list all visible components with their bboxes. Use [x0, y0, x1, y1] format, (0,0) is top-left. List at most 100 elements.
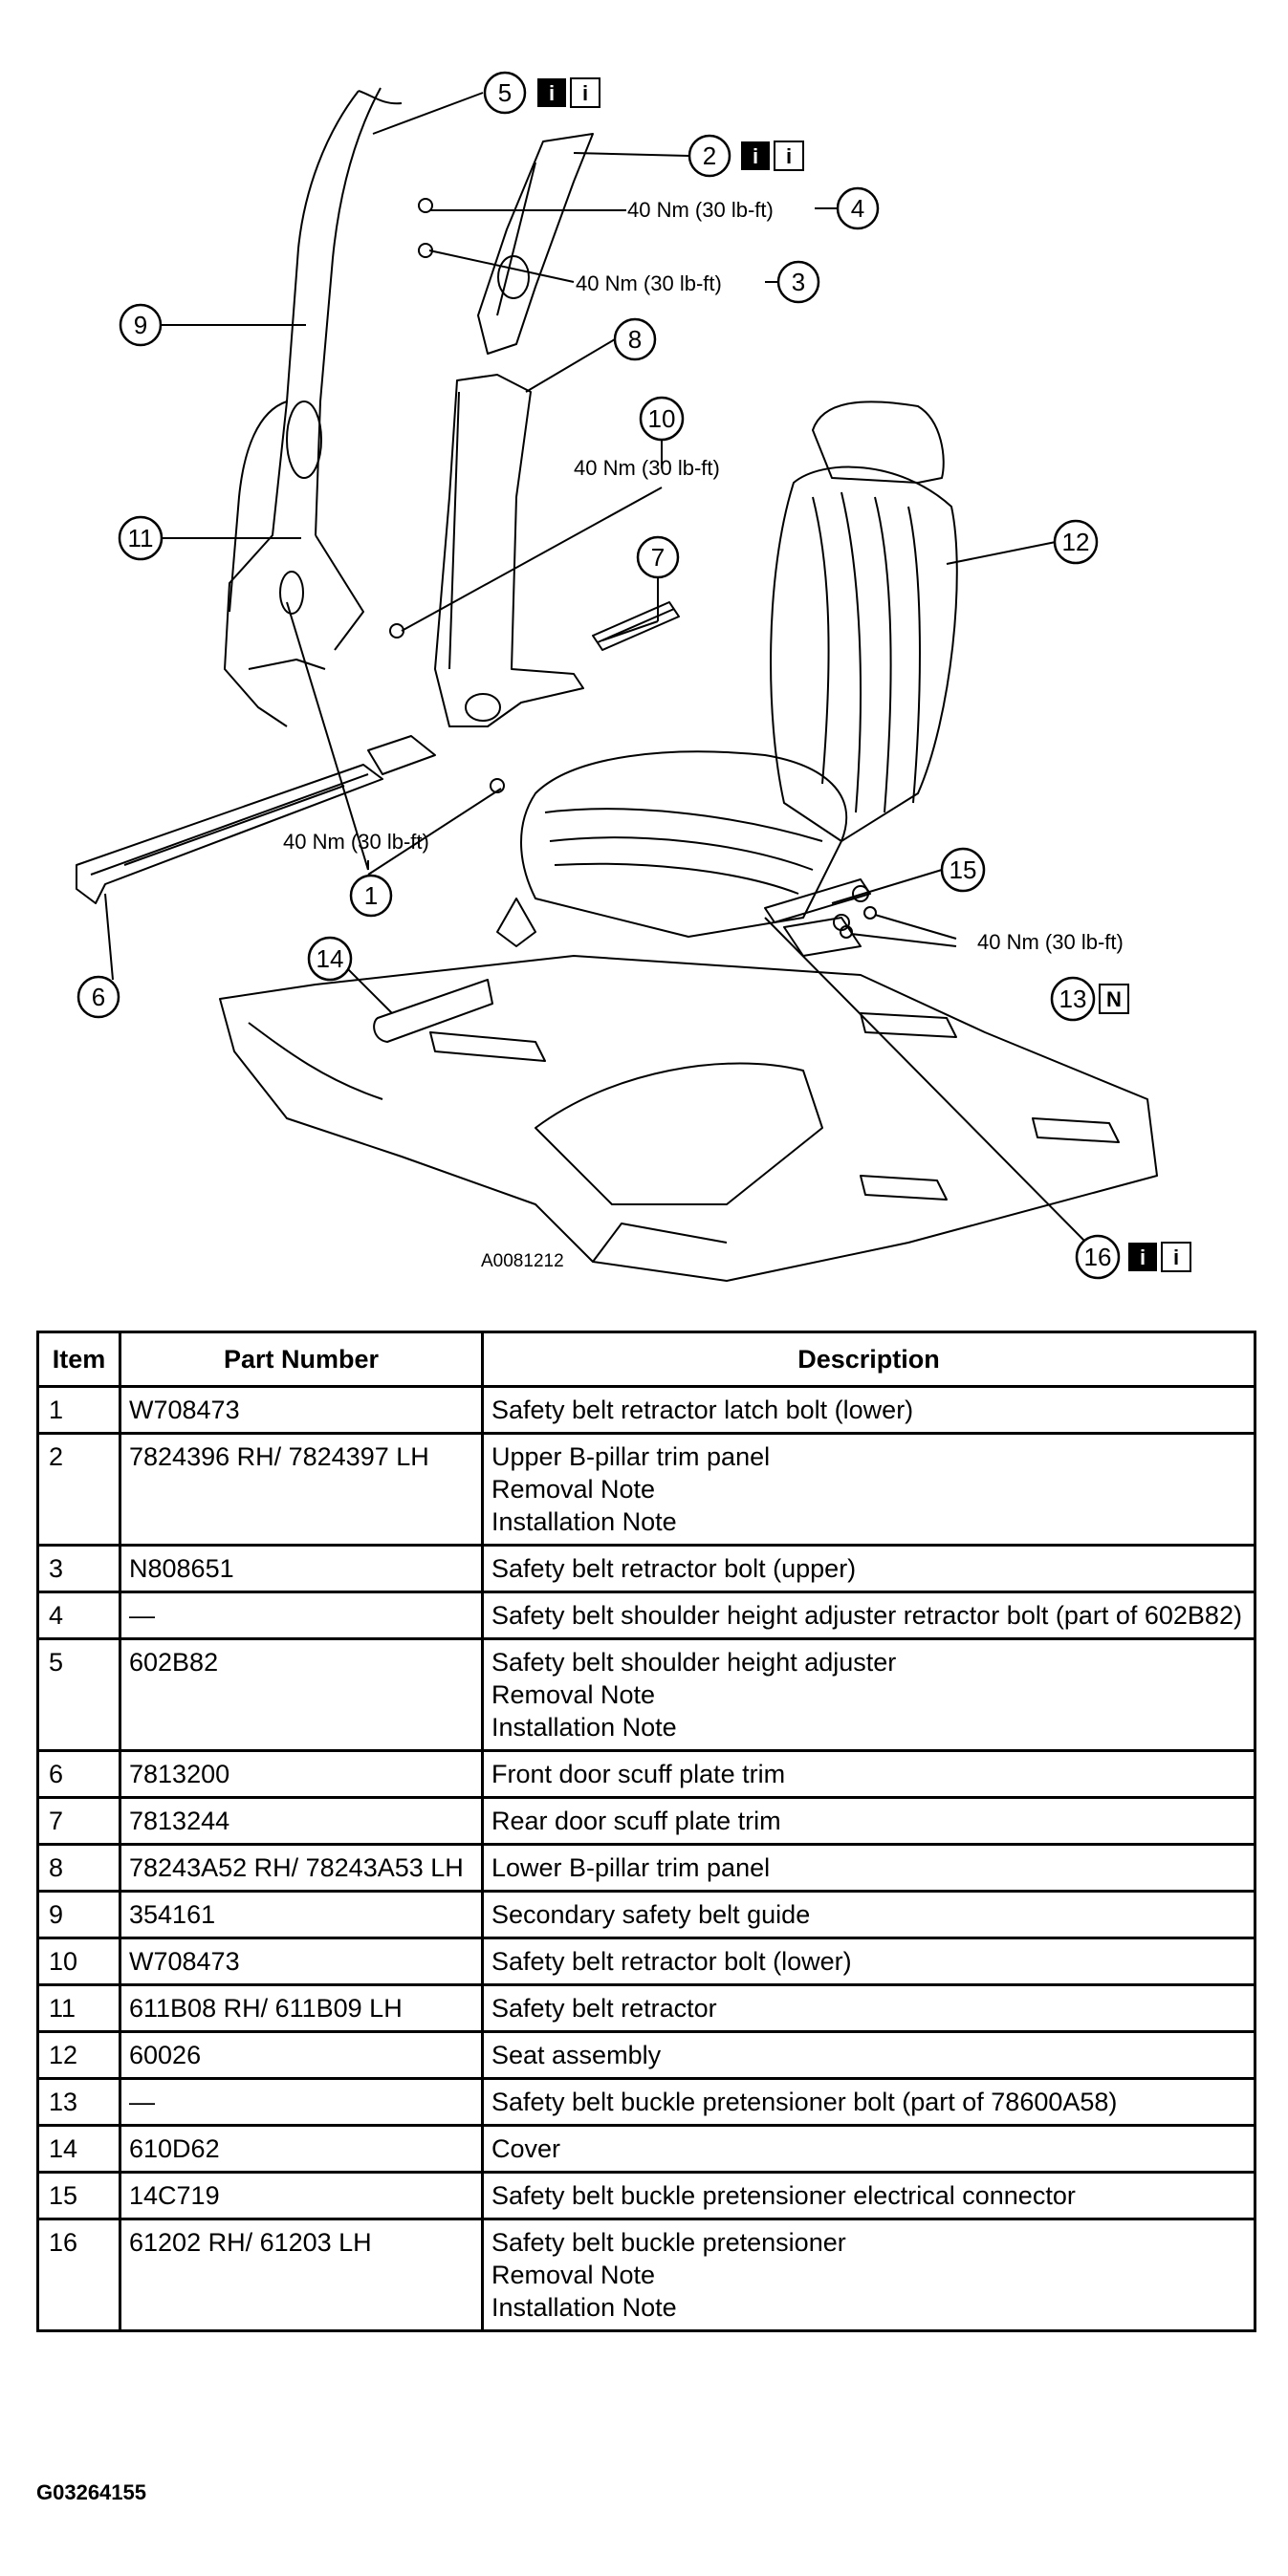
svg-text:i: i — [1140, 1245, 1146, 1269]
part-number: 14C719 — [119, 2171, 484, 2220]
callout-2: 2 — [688, 134, 731, 178]
item-number: 5 — [36, 1637, 121, 1752]
svg-text:2: 2 — [703, 141, 716, 170]
item-number: 10 — [36, 1937, 121, 1986]
item-number: 6 — [36, 1749, 121, 1799]
removal-info-icon: i — [537, 78, 566, 107]
part-description: Secondary safety belt guide — [481, 1890, 1256, 1939]
description-text: Secondary safety belt guide — [491, 1900, 811, 1929]
installation-note-link[interactable]: Installation Note — [491, 2293, 677, 2322]
column-header-part-number: Part Number — [119, 1331, 484, 1388]
item-number: 7 — [36, 1796, 121, 1846]
svg-text:5: 5 — [498, 78, 512, 107]
installation-note-link[interactable]: Installation Note — [491, 1713, 677, 1742]
column-header-description: Description — [481, 1331, 1256, 1388]
part-number: 60026 — [119, 2030, 484, 2080]
description-text: Safety belt retractor bolt (upper) — [491, 1554, 857, 1583]
figure-id: A0081212 — [481, 1251, 564, 1271]
part-description: Safety belt retractor bolt (lower) — [481, 1937, 1256, 1986]
callout-13: 13 — [1050, 976, 1096, 1022]
part-number: 354161 — [119, 1890, 484, 1939]
svg-text:9: 9 — [134, 311, 147, 339]
svg-text:1: 1 — [364, 881, 378, 910]
leader-lines — [104, 92, 1085, 1242]
installation-note-link[interactable]: Installation Note — [491, 1507, 677, 1536]
callout-4: 4 — [836, 186, 880, 230]
part-description: Lower B-pillar trim panel — [481, 1843, 1256, 1893]
part-number: 602B82 — [119, 1637, 484, 1752]
svg-text:i: i — [1173, 1245, 1179, 1269]
part-number: N808651 — [119, 1544, 484, 1593]
torque-label-3: 40 Nm (30 lb-ft) — [576, 271, 722, 295]
description-text: Safety belt retractor — [491, 1994, 717, 2023]
item-number: 1 — [36, 1385, 121, 1435]
svg-text:4: 4 — [851, 194, 864, 223]
callout-12: 12 — [1053, 519, 1099, 565]
svg-text:15: 15 — [950, 855, 977, 884]
part-number: 78243A52 RH/ 78243A53 LH — [119, 1843, 484, 1893]
removal-note-link[interactable]: Removal Note — [491, 2261, 656, 2289]
callout-6: 6 — [76, 975, 120, 1019]
lower-b-pillar-trim-panel — [367, 374, 584, 775]
svg-text:10: 10 — [648, 404, 676, 433]
torque-label-4: 40 Nm (30 lb-ft) — [627, 198, 774, 222]
part-description: Safety belt retractor bolt (upper) — [481, 1544, 1256, 1593]
item-number: 16 — [36, 2218, 121, 2332]
upper-b-pillar-trim-panel — [477, 133, 594, 355]
callout-3: 3 — [776, 260, 820, 304]
description-text: Front door scuff plate trim — [491, 1760, 786, 1788]
removal-note-link[interactable]: Removal Note — [491, 1680, 656, 1709]
part-number: 611B08 RH/ 611B09 LH — [119, 1983, 484, 2033]
svg-text:8: 8 — [628, 325, 642, 354]
part-number: — — [119, 2077, 484, 2127]
description-text: Rear door scuff plate trim — [491, 1807, 781, 1835]
svg-text:i: i — [753, 144, 758, 168]
callout-1: 1 — [349, 874, 393, 918]
b-pillar-structure — [224, 87, 403, 727]
part-description: Safety belt shoulder height adjuster ret… — [481, 1591, 1256, 1640]
part-description: Safety belt buckle pretensioner bolt (pa… — [481, 2077, 1256, 2127]
floor-pan — [219, 955, 1158, 1282]
removal-note-link[interactable]: Removal Note — [491, 1475, 656, 1504]
item-number: 15 — [36, 2171, 121, 2220]
table-row: 4—Safety belt shoulder height adjuster r… — [36, 1591, 1256, 1640]
description-text: Seat assembly — [491, 2041, 662, 2069]
svg-text:16: 16 — [1084, 1243, 1112, 1271]
installation-info-icon: i — [570, 77, 600, 108]
description-text: Cover — [491, 2134, 561, 2163]
torque-label-1: 40 Nm (30 lb-ft) — [283, 830, 429, 854]
part-number: W708473 — [119, 1385, 484, 1435]
item-number: 4 — [36, 1591, 121, 1640]
callout-5: 5 — [483, 71, 527, 115]
part-number: — — [119, 1591, 484, 1640]
description-text: Safety belt buckle pretensioner electric… — [491, 2181, 1076, 2210]
torque-labels: 40 Nm (30 lb-ft) 40 Nm (30 lb-ft) 40 Nm … — [283, 198, 1124, 954]
item-number: 11 — [36, 1983, 121, 2033]
torque-label-13: 40 Nm (30 lb-ft) — [977, 930, 1124, 954]
part-description: Seat assembly — [481, 2030, 1256, 2080]
part-number: 61202 RH/ 61203 LH — [119, 2218, 484, 2332]
removal-info-icon: i — [1128, 1243, 1157, 1271]
callout-10: 10 — [639, 396, 685, 442]
item-number: 2 — [36, 1432, 121, 1547]
part-number: 7824396 RH/ 7824397 LH — [119, 1432, 484, 1547]
description-text: Safety belt buckle pretensioner — [491, 2228, 846, 2257]
part-number: 7813200 — [119, 1749, 484, 1799]
item-number: 12 — [36, 2030, 121, 2080]
part-number: 610D62 — [119, 2124, 484, 2174]
document-id: G03264155 — [36, 2480, 146, 2504]
description-text: Upper B-pillar trim panel — [491, 1442, 771, 1471]
svg-text:i: i — [786, 144, 792, 168]
